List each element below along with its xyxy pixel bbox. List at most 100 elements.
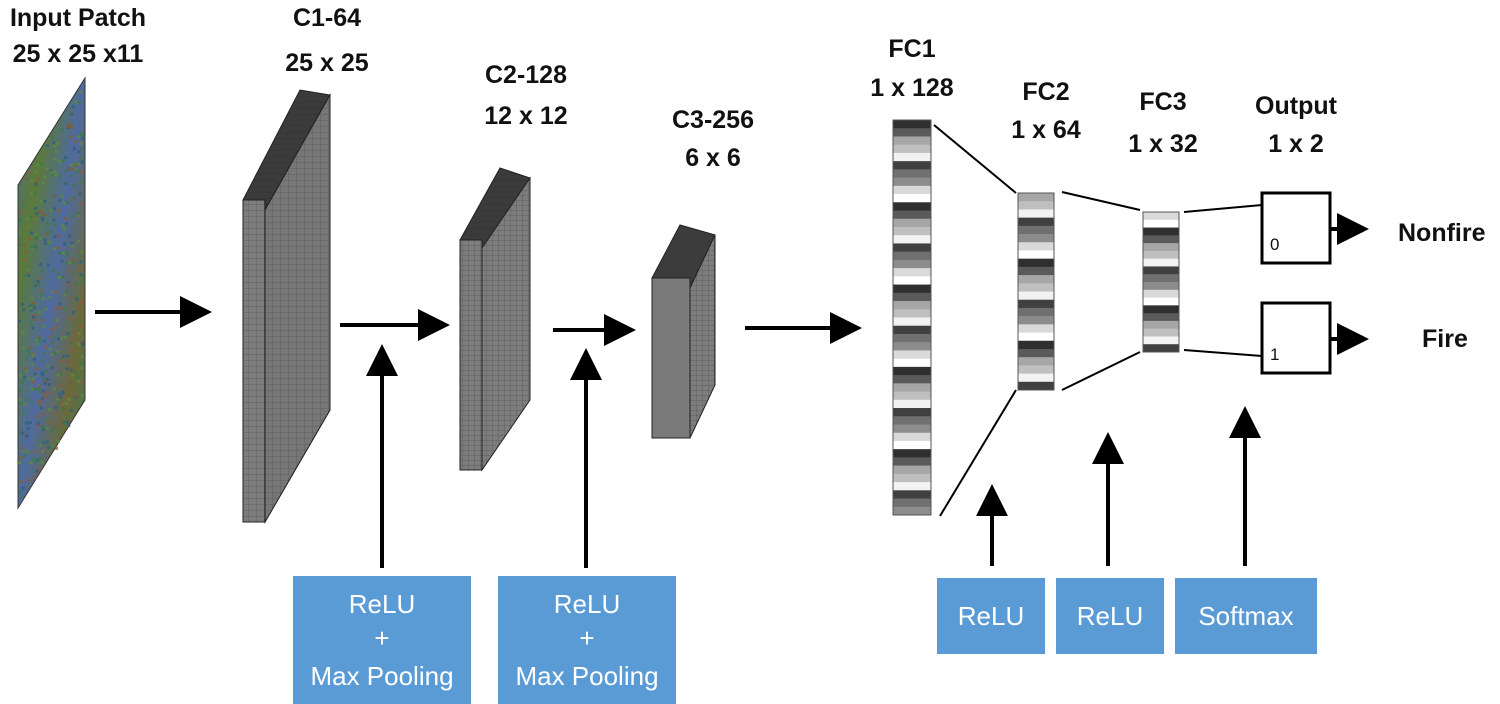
input-patch-pixel [36,280,40,283]
input-patch-pixel [26,450,30,454]
input-patch-pixel [79,299,83,303]
input-patch-pixel [52,412,56,416]
input-patch-pixel [53,247,57,251]
input-patch-pixel [19,388,23,392]
input-patch-pixel [76,379,80,383]
input-patch-pixel [62,227,66,231]
relu-fc1-label: ReLU [958,601,1024,631]
input-patch-pixel [61,391,65,395]
input-patch-pixel [79,273,83,277]
input-patch-pixel [18,219,22,223]
input-patch-pixel [78,306,82,310]
input-patch-pixel [77,342,81,346]
input-patch-pixel [46,263,50,267]
input-patch-pixel [34,182,38,186]
fc1-unit [893,210,931,220]
input-patch-pixel [58,199,62,203]
input-patch-pixel [41,297,45,301]
input-patch-pixel [42,441,46,444]
input-patch-pixel [23,375,27,379]
fc1-unit [893,465,931,475]
input-patch-pixel [24,251,28,255]
input-patch-pixel [47,240,51,244]
input-patch-pixel [54,149,58,153]
input-patch-pixel [43,238,47,242]
fc1-unit [893,408,931,417]
input-patch-pixel [61,390,65,394]
input-patch-pixel [79,362,83,366]
input-patch-pixel [37,438,41,442]
input-patch-pixel [55,446,59,450]
input-patch-pixel [69,368,73,372]
input-patch-pixel [62,395,66,399]
activation-box-softmax: Softmax [1175,578,1317,654]
input-patch-pixel [19,480,23,483]
input-patch-pixel [72,147,76,151]
input-patch-pixel [34,233,38,237]
input-patch-pixel [61,224,65,227]
fc1-unit [893,144,931,154]
pool2-line3: Max Pooling [515,661,658,691]
input-patch-pixel [52,335,56,339]
input-patch-pixel [29,231,33,235]
softmax-label: Softmax [1198,601,1293,631]
input-patch-pixel [30,387,34,391]
c1-side-grid [264,93,331,524]
fc1-unit [893,375,931,384]
input-patch-pixel [53,157,57,161]
fc1-unit [893,259,931,269]
input-patch-pixel [23,273,27,277]
input-patch-pixel [47,408,51,412]
fc2-unit [1018,275,1054,284]
input-patch-pixel [39,289,43,293]
input-patch-pixel [38,390,42,394]
c3-title: C3-256 [672,106,754,134]
input-patch-title: Input Patch [10,4,146,32]
pool1-line2: + [374,623,389,653]
fc1-unit [893,309,931,318]
input-patch-pixel [22,308,26,311]
input-patch-pixel [70,408,74,412]
input-patch-pixel [68,234,72,238]
input-patch-pixel [20,431,24,435]
input-patch-pixel [80,134,84,138]
input-patch-pixel [44,345,48,349]
input-patch-pixel [70,241,74,245]
input-patch-pixel [75,297,79,301]
input-patch-pixel [38,467,42,471]
input-patch-pixel [57,160,61,164]
fc3-unit [1143,297,1179,306]
input-patch-pixel [47,383,51,387]
fc3-title: FC3 [1139,88,1186,116]
input-patch-pixel [29,192,33,196]
input-patch-pixel [32,317,36,321]
input-patch [17,76,86,510]
input-patch-pixel [21,486,25,490]
c1-front-face [242,199,266,523]
input-patch-pixel [25,216,29,220]
fc1-unit [893,268,931,277]
input-patch-pixel [62,407,66,411]
fc3-unit [1143,212,1179,221]
input-patch-pixel [78,268,82,272]
input-patch-pixel [81,201,85,205]
fc2-unit [1018,291,1054,301]
input-patch-pixel [54,173,58,177]
fc3-unit [1143,250,1179,260]
input-patch-pixel [41,373,45,377]
input-patch-pixel [30,401,34,405]
fc1-unit [893,161,931,170]
input-patch-pixel [69,174,73,178]
input-patch-pixel [53,144,57,148]
input-patch-pixel [71,296,75,300]
input-patch-pixel [50,366,54,370]
input-patch-pixel [32,460,36,463]
fc3-unit [1143,313,1179,322]
input-patch-pixel [59,396,63,399]
input-patch-pixel [81,279,85,283]
input-patch-pixel [64,222,68,226]
fc1-unit [893,136,931,146]
input-patch-pixel [21,331,25,335]
input-patch-pixel [42,391,46,395]
input-patch-pixel [45,167,49,171]
